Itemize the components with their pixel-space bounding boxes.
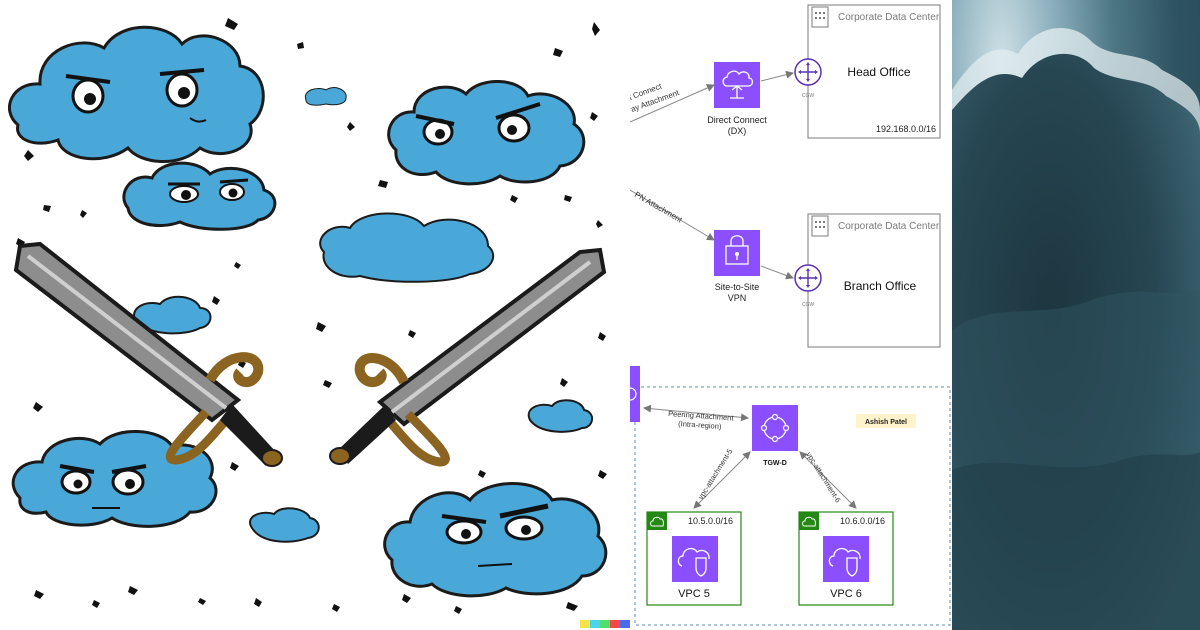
- vpc5-name: VPC 5: [678, 588, 710, 600]
- tgw-icon: [752, 405, 798, 451]
- author-tag: Ashish Patel: [865, 419, 907, 426]
- cloud-war-drawing: [8, 18, 608, 614]
- branch-office-data-center: Corporate Data Center Branch Office: [807, 213, 941, 348]
- stern-cloud-bottom-left: [11, 430, 218, 528]
- small-cloud-right: [527, 399, 593, 433]
- site-to-site-vpn-node: Site-to-Site VPN: [714, 230, 760, 303]
- vpc-cloud-lock-icon: [647, 512, 667, 530]
- author-tag-bg: [856, 414, 916, 428]
- region-boundary: [634, 386, 951, 626]
- cgw-branch-label: CGW: [802, 302, 815, 308]
- direct-connect-node: Direct Connect (DX): [707, 62, 767, 136]
- dc-header-head: Corporate Data Center: [838, 12, 940, 23]
- small-cloud-bottom: [249, 507, 320, 543]
- head-office-cidr: 192.168.0.0/16: [876, 124, 936, 134]
- transit-gateway-d: TGW-D: [752, 405, 798, 467]
- angry-cloud-top-right: [387, 80, 586, 186]
- plain-cloud-center: [319, 212, 495, 283]
- vpc-cloud-lock-icon: [799, 512, 819, 530]
- sword-left: [13, 241, 283, 467]
- sword-right: [329, 247, 607, 467]
- peering-label-line2: (Intra-region): [678, 419, 722, 431]
- branch-office-title: Branch Office: [844, 279, 917, 293]
- head-office-title: Head Office: [847, 65, 910, 79]
- cgw-head-icon: CGW: [794, 58, 822, 99]
- angry-cloud-top-left: [8, 25, 265, 163]
- dx-to-cgw-connector: [760, 70, 794, 82]
- vpn-attachment-label: PN Attachment: [633, 190, 684, 225]
- diagram-canvas: Corporate Data Center Head Office 192.16…: [630, 4, 951, 626]
- vpn-to-cgw-connector: [760, 265, 794, 280]
- dx-label-line1: Direct Connect: [707, 115, 767, 125]
- peering-connector: [643, 404, 749, 422]
- dx-label-line2: (DX): [728, 126, 747, 136]
- vpc5-cidr: 10.5.0.0/16: [688, 516, 733, 526]
- vpc6-name: VPC 6: [830, 588, 862, 600]
- storm-cloud-photo: [952, 0, 1200, 630]
- vpn-label-line2: VPN: [728, 293, 747, 303]
- color-strip-watermark: [580, 620, 630, 628]
- vpc5-attachment-label: vpc-attachment-5: [696, 447, 734, 501]
- dc-header-branch: Corporate Data Center: [838, 221, 940, 232]
- stern-cloud-bottom-right: [383, 482, 608, 598]
- vpc6-attachment-label: vpc-attachment-6: [804, 450, 842, 504]
- dx-attachment-connector: [630, 84, 715, 123]
- cgw-branch-icon: CGW: [794, 264, 822, 308]
- small-cloud-mid-left: [133, 295, 212, 335]
- vpc6-attachment-connector: [799, 451, 857, 509]
- vpn-label-line1: Site-to-Site: [715, 282, 760, 292]
- vpc-icon: [672, 536, 718, 582]
- storm-cloud-shape: [952, 28, 1200, 630]
- vpc-6-box: 10.6.0.0/16 VPC 6: [798, 511, 894, 606]
- building-icon: [811, 6, 829, 28]
- cgw-head-label: CGW: [802, 93, 815, 99]
- tiny-cloud-1: [304, 87, 347, 106]
- aws-network-diagram: Corporate Data Center Head Office 192.16…: [630, 0, 952, 630]
- squinting-cloud-left: [122, 161, 277, 231]
- head-office-data-center: Corporate Data Center Head Office 192.16…: [807, 4, 941, 139]
- vpc6-cidr: 10.6.0.0/16: [840, 516, 885, 526]
- building-icon: [811, 215, 829, 237]
- vpc-5-box: 10.5.0.0/16 VPC 5: [646, 511, 742, 606]
- cartoon-clouds-illustration: [8, 18, 630, 628]
- vpc5-attachment-connector: [693, 451, 751, 509]
- vpn-attachment-connector: [630, 189, 715, 241]
- tgw-label: TGW-D: [763, 460, 787, 467]
- partial-tgw-icon: [630, 366, 640, 422]
- direct-connect-icon: [714, 62, 760, 108]
- vpc-icon: [823, 536, 869, 582]
